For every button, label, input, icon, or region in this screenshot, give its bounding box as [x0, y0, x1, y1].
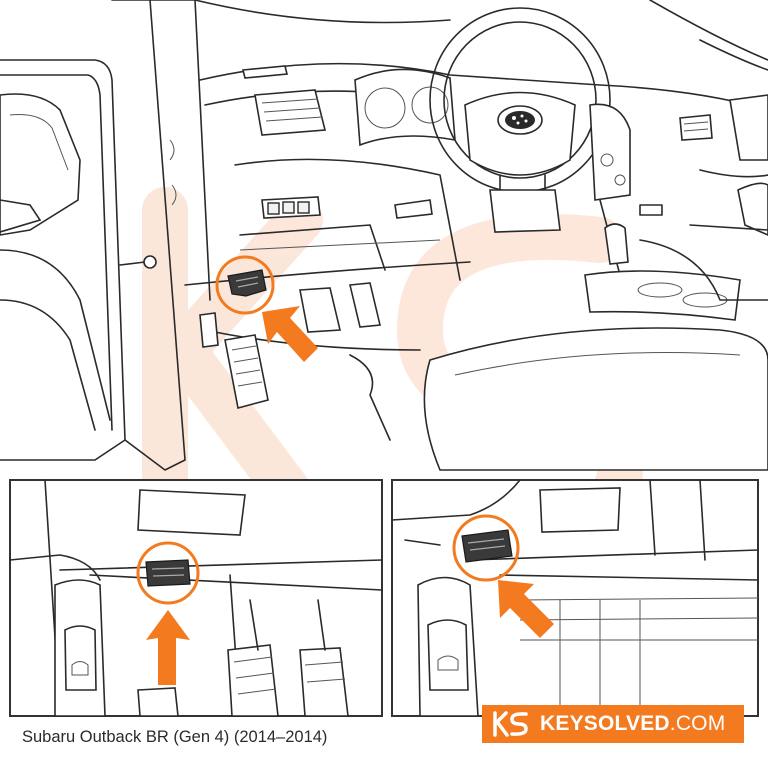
- detail-panel-left: [9, 479, 383, 717]
- main-scene: [0, 0, 768, 471]
- highlight-ring-icon: [136, 541, 200, 605]
- obd-port-icon: [461, 529, 513, 563]
- highlight-ring-icon: [452, 514, 520, 582]
- detail-panel-right: [391, 479, 759, 717]
- brand-name: KEYSOLVED: [540, 712, 670, 735]
- arrow-icon: [498, 580, 554, 638]
- highlight-ring-icon: [215, 255, 275, 315]
- brand-banner[interactable]: KEYSOLVED.COM: [482, 705, 744, 743]
- arrow-icon: [146, 610, 190, 685]
- brand-domain: .COM: [669, 712, 726, 735]
- subaru-badge-icon: [505, 111, 535, 129]
- ks-logo-icon: [493, 711, 528, 737]
- arrow-icon: [262, 306, 318, 362]
- obd-port-icon: [145, 559, 191, 587]
- obd-port-icon: [227, 269, 267, 297]
- vehicle-caption: Subaru Outback BR (Gen 4) (2014–2014): [22, 728, 328, 746]
